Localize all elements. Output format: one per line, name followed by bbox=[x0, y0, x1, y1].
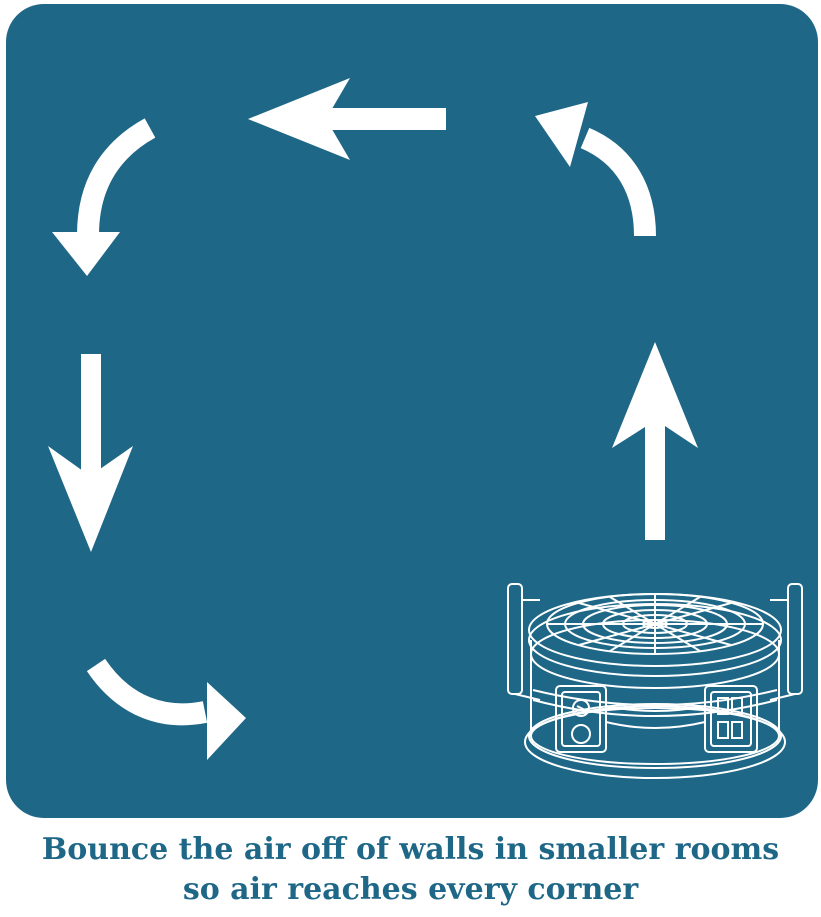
arrow-curve-top-right bbox=[535, 102, 656, 237]
arrow-top-left-pointing bbox=[248, 78, 446, 160]
caption-line-1: Bounce the air off of walls in smaller r… bbox=[41, 832, 780, 867]
arrow-up-right bbox=[612, 342, 698, 540]
caption-line-2: so air reaches every corner bbox=[182, 872, 639, 907]
arrow-curve-top-left bbox=[52, 118, 156, 276]
air-mover-fan-icon bbox=[507, 583, 803, 779]
arrow-curve-bottom-left bbox=[86, 658, 246, 760]
caption: Bounce the air off of walls in smaller r… bbox=[0, 830, 821, 910]
arrow-down-left bbox=[48, 354, 133, 552]
